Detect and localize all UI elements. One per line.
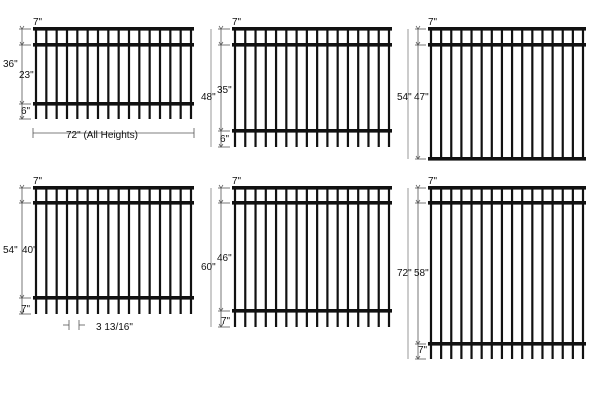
upper-rail — [428, 43, 586, 47]
dimension-arrow — [19, 115, 25, 120]
bottom-rail — [232, 309, 392, 313]
fence-panel-p1: 7" 36" 23" 6" 72" (All Heights) — [3, 17, 195, 141]
dimension-arrow — [19, 199, 25, 204]
top-rail — [428, 27, 586, 31]
overall-height-label: 54" — [397, 92, 412, 103]
dimension-arrow — [19, 41, 25, 46]
dimension-arrow — [218, 143, 224, 148]
dimension-arrow — [218, 41, 224, 46]
dimension-arrow — [415, 25, 421, 30]
fence-graphic — [428, 27, 586, 161]
upper-rail — [232, 43, 392, 47]
middle-dimension-label: 46" — [217, 253, 232, 264]
bottom-dimension-label: 6" — [21, 106, 31, 117]
bottom-dimension-label: 7" — [21, 304, 31, 315]
dimension-lines — [19, 25, 195, 138]
dimension-arrow — [218, 323, 224, 328]
overall-height-label: 36" — [3, 59, 18, 70]
overall-height-label: 72" — [397, 268, 412, 279]
bottom-rail — [428, 157, 586, 161]
upper-rail — [33, 43, 194, 47]
middle-dimension-label: 35" — [217, 85, 232, 96]
fence-panel-p3: 7" 54" 47" — [397, 17, 586, 161]
fence-panel-p6: 7" 72" 58" 7" — [397, 176, 586, 360]
bottom-rail — [232, 129, 392, 133]
dimension-lines — [210, 25, 230, 148]
dimension-arrow — [415, 355, 421, 360]
bottom-rail — [33, 102, 194, 106]
top-dimension-label: 7" — [428, 176, 438, 187]
middle-dimension-label: 47" — [414, 92, 429, 103]
bottom-dimension-label: 6" — [220, 134, 230, 145]
dimension-arrow — [19, 25, 25, 30]
fence-panel-p5: 7" 60" 46" 7" — [201, 176, 392, 328]
dimension-arrow — [19, 310, 25, 315]
top-rail — [33, 27, 194, 31]
overall-height-label: 60" — [201, 262, 216, 273]
top-dimension-label: 7" — [33, 17, 43, 28]
dimension-arrow — [415, 155, 421, 160]
bottom-dimension-label: 7" — [418, 345, 428, 356]
dimension-arrow — [415, 184, 421, 189]
top-dimension-label: 7" — [232, 17, 242, 28]
upper-rail — [428, 201, 586, 205]
middle-dimension-label: 23" — [19, 70, 34, 81]
dimension-arrow — [218, 307, 224, 312]
dimension-arrow — [415, 340, 421, 345]
dimension-arrow — [19, 184, 25, 189]
top-rail — [232, 27, 392, 31]
top-dimension-label: 7" — [232, 176, 242, 187]
fence-graphic — [232, 27, 392, 147]
bottom-rail — [428, 342, 586, 346]
fence-panel-p2: 7" 48" 35" 6" — [201, 17, 392, 148]
fence-graphic — [33, 27, 194, 119]
middle-dimension-label: 58" — [414, 268, 429, 279]
bottom-rail — [33, 296, 194, 300]
dimension-arrow — [19, 294, 25, 299]
dimension-arrow — [218, 184, 224, 189]
top-rail — [232, 186, 392, 190]
upper-rail — [33, 201, 194, 205]
overall-height-label: 54" — [3, 245, 18, 256]
overall-height-label: 48" — [201, 92, 216, 103]
dimension-arrow — [415, 199, 421, 204]
dimension-arrow — [218, 199, 224, 204]
top-rail — [33, 186, 194, 190]
width-label: 72" (All Heights) — [66, 130, 138, 141]
middle-dimension-label: 40" — [22, 245, 37, 256]
dimension-lines — [407, 184, 426, 360]
dimension-lines — [210, 184, 230, 328]
top-dimension-label: 7" — [428, 17, 438, 28]
picket-spacing-label: 3 13/16" — [96, 322, 133, 333]
fence-graphic — [33, 186, 194, 314]
dimension-lines — [19, 184, 85, 330]
fence-graphic — [232, 186, 392, 327]
top-rail — [428, 186, 586, 190]
bottom-dimension-label: 7" — [221, 316, 231, 327]
dimension-arrow — [19, 100, 25, 105]
top-dimension-label: 7" — [33, 176, 43, 187]
dimension-arrow — [218, 25, 224, 30]
dimension-lines — [407, 25, 426, 160]
dimension-arrow — [218, 127, 224, 132]
fence-panel-p4: 7" 54" 40" 7" 3 13/16" — [3, 176, 194, 333]
dimension-arrow — [415, 41, 421, 46]
fence-graphic — [428, 186, 586, 359]
upper-rail — [232, 201, 392, 205]
